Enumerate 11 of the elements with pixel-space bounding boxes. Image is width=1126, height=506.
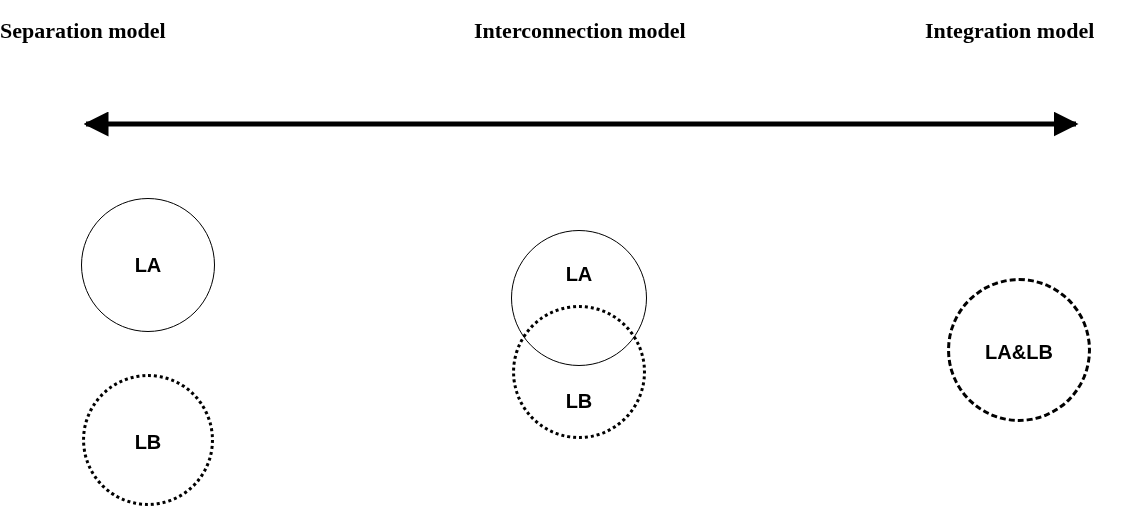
circle (512, 305, 646, 439)
circle (82, 374, 214, 506)
circle-label: LA (134, 254, 162, 277)
circle-label: LB (565, 389, 593, 413)
circle-label: LB (134, 431, 162, 454)
heading: Separation model (0, 18, 166, 44)
circle-label: LA (565, 262, 593, 286)
heading: Interconnection model (474, 18, 686, 44)
circle-label: LA&LB (985, 341, 1053, 364)
circle (947, 278, 1091, 422)
heading: Integration model (925, 18, 1095, 44)
